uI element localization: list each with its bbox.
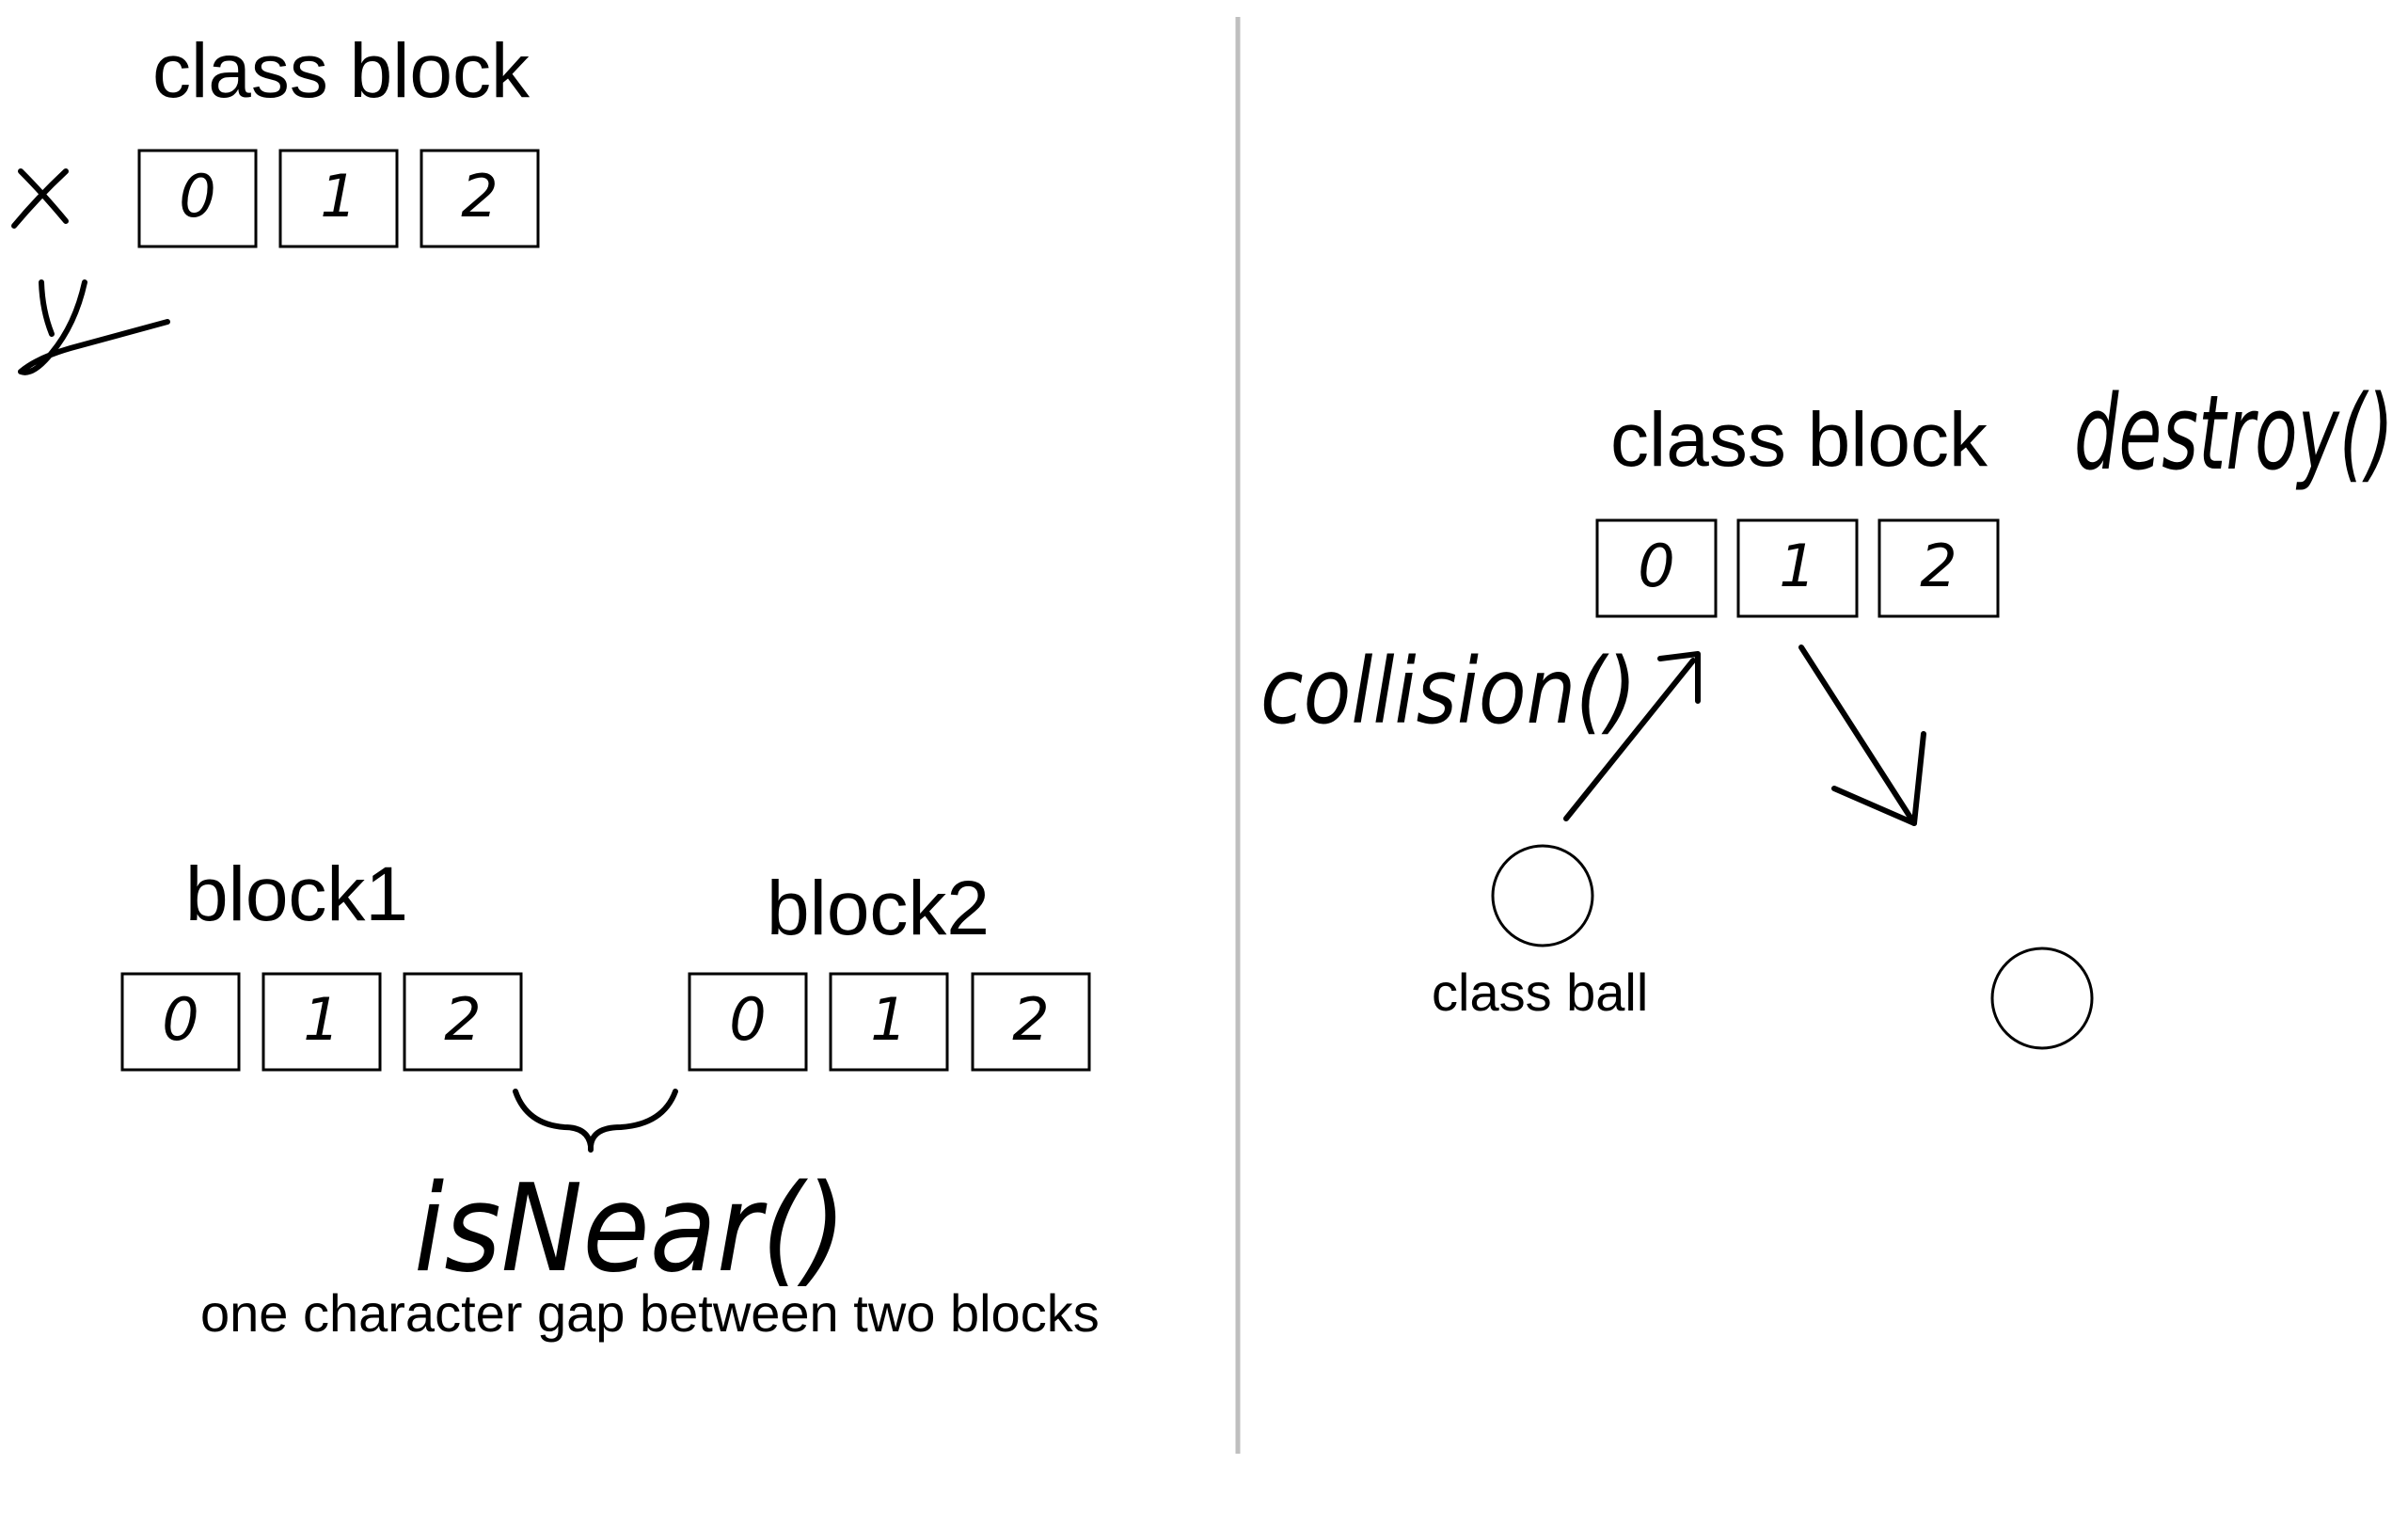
cell-value: 1 [1779, 532, 1815, 600]
cell-box [137, 149, 258, 248]
axis-x-glyph: x [11, 168, 69, 229]
cell-value: 2 [1920, 532, 1956, 600]
ball-circle [1491, 844, 1594, 947]
collision-label: collision() [1260, 639, 1637, 744]
bounce-arrow [1798, 645, 1926, 826]
cell-value: 0 [729, 985, 766, 1054]
ball-label: class ball [1432, 963, 1648, 1022]
block1-label: block1 [185, 852, 408, 937]
cell-value: 1 [303, 985, 340, 1054]
right-panel: class block destroy() 0 1 2 collision() … [1260, 373, 2394, 1050]
destroy-label: destroy() [2074, 373, 2394, 493]
cell-box [971, 972, 1091, 1072]
right-class-block-title: class block [1610, 397, 1988, 483]
left-class-block-cells: 0 1 2 [137, 149, 540, 248]
collision-arrow [1563, 651, 1701, 821]
cell-box [688, 972, 808, 1072]
cell-value: 2 [444, 985, 481, 1054]
cell-value: 0 [1638, 532, 1674, 600]
cell-box [1595, 518, 1718, 618]
cell-box [120, 972, 241, 1072]
block2-cells: 0 1 2 [688, 972, 1091, 1072]
left-panel: class block x 0 1 2 y block1 0 1 [11, 28, 1100, 1343]
ball-circle-after [1990, 947, 2094, 1050]
right-class-block-cells: 0 1 2 [1595, 518, 2000, 618]
cell-value: 0 [162, 985, 198, 1054]
is-near-label: isNear() [414, 1159, 847, 1299]
gap-caption: one character gap between two blocks [200, 1283, 1100, 1343]
cell-value: 2 [1012, 985, 1049, 1054]
cell-box [1736, 518, 1859, 618]
cell-box [261, 972, 382, 1072]
cell-box [403, 972, 523, 1072]
block1-cells: 0 1 2 [120, 972, 523, 1072]
cell-box [278, 149, 399, 248]
gap-brace [513, 1089, 678, 1153]
cell-value: 1 [320, 162, 356, 231]
cell-value: 1 [870, 985, 907, 1054]
cell-value: 2 [461, 162, 498, 231]
left-class-block-title: class block [152, 28, 531, 114]
cell-value: 0 [179, 162, 215, 231]
block2-label: block2 [767, 866, 990, 951]
cell-box [1877, 518, 2000, 618]
cell-box [420, 149, 540, 248]
cell-box [829, 972, 949, 1072]
axis-y-glyph: y [18, 279, 170, 375]
